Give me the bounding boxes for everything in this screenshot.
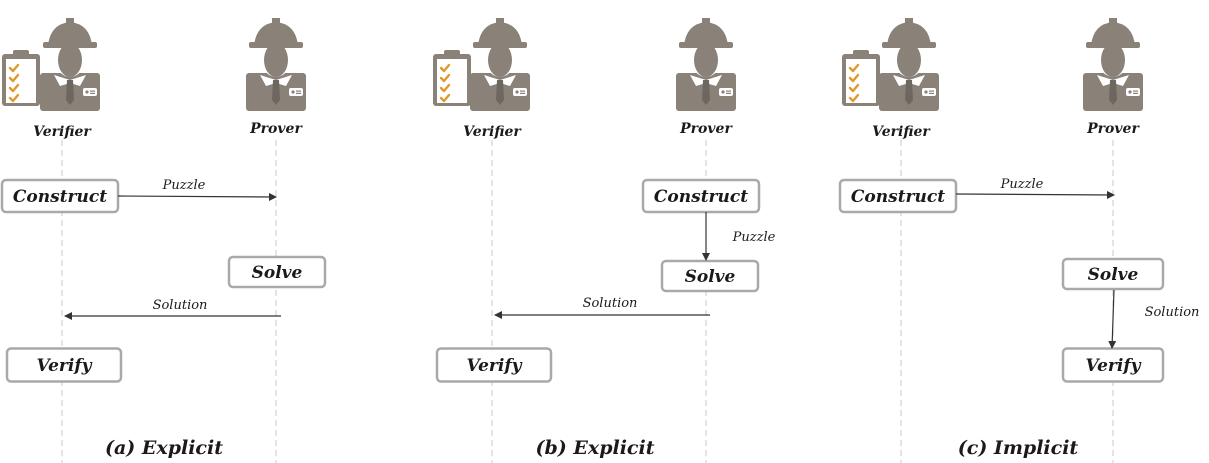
verifier-icon bbox=[40, 18, 100, 111]
clipboard-icon bbox=[431, 48, 473, 108]
verify-step-box bbox=[5, 347, 123, 383]
solve-step-label: Solve bbox=[1088, 265, 1139, 285]
panel-caption: (a) Explicit bbox=[105, 437, 223, 459]
construct-step-label: Construct bbox=[851, 187, 945, 207]
clipboard-icon bbox=[840, 48, 882, 108]
verifier-label: Verifier bbox=[872, 124, 931, 140]
solution-label: Solution bbox=[1145, 305, 1200, 320]
prover-icon bbox=[676, 18, 736, 111]
verify-step-box bbox=[435, 347, 553, 383]
panel-caption: (b) Explicit bbox=[536, 437, 655, 459]
prover-icon bbox=[246, 18, 306, 111]
clipboard-icon bbox=[0, 48, 42, 108]
prover-icon bbox=[1083, 18, 1143, 111]
solve-step-label: Solve bbox=[252, 263, 303, 283]
construct-step-label: Construct bbox=[13, 187, 107, 207]
solution-arrow bbox=[1108, 289, 1117, 349]
construct-step-box bbox=[641, 178, 761, 214]
panel-caption: (c) Implicit bbox=[958, 437, 1079, 459]
prover-label: Prover bbox=[249, 121, 303, 137]
verifier-label: Verifier bbox=[33, 124, 92, 140]
puzzle-label: Puzzle bbox=[162, 178, 206, 193]
solution-label: Solution bbox=[583, 296, 638, 311]
verifier-icon bbox=[470, 18, 530, 111]
construct-step-label: Construct bbox=[654, 187, 748, 207]
verify-step-label: Verify bbox=[1085, 356, 1141, 376]
verify-step-label: Verify bbox=[36, 356, 92, 376]
puzzle-label: Puzzle bbox=[1000, 177, 1044, 192]
solve-step-box bbox=[227, 255, 327, 289]
verify-step-label: Verify bbox=[466, 356, 522, 376]
solution-label: Solution bbox=[153, 298, 208, 313]
solve-step-label: Solve bbox=[685, 267, 736, 287]
construct-step-box bbox=[838, 178, 958, 214]
prover-label: Prover bbox=[1086, 121, 1140, 137]
verifier-icon bbox=[879, 18, 939, 111]
solve-step-box bbox=[1061, 257, 1165, 291]
puzzle-arrow bbox=[955, 190, 1115, 199]
puzzle-arrow bbox=[117, 192, 277, 201]
verifier-label: Verifier bbox=[463, 124, 522, 140]
puzzle-label: Puzzle bbox=[732, 230, 776, 245]
solve-step-box bbox=[660, 259, 760, 293]
prover-label: Prover bbox=[679, 121, 733, 137]
